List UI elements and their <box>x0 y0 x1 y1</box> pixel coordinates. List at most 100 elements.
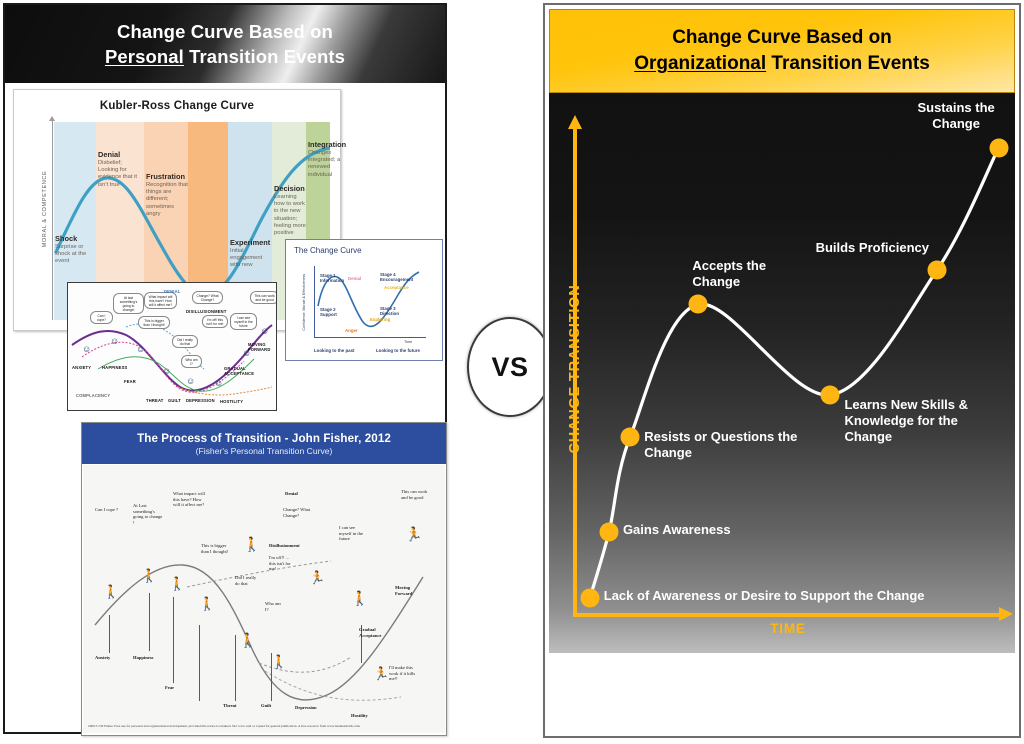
kubler-stage-integration-desc: Changes integrated; a renewed individual <box>308 150 341 178</box>
kubler-stage-experiment-desc: Initial engagement with new <box>230 248 263 269</box>
fisher-figure: 🚶 <box>239 632 257 648</box>
fisher-leader-line <box>235 635 236 701</box>
organizational-header-line2: Organizational Transition Events <box>634 51 930 77</box>
fisher-figure: 🚶 <box>169 576 186 591</box>
kubler-stage-decision-desc: Learning how to work in the new situatio… <box>274 194 306 237</box>
cartoon-stage-moving-forward: MOVING FORWARD <box>248 342 271 352</box>
change-curve-inset-stage-1: Stage 1 Information <box>320 273 345 284</box>
cartoon-figure: ☺ <box>110 336 120 346</box>
cartoon-figure: ☺ <box>214 378 224 388</box>
change-curve-inset-stage-2: Stage 2 Support <box>320 307 337 318</box>
fisher-leader-line <box>173 597 174 683</box>
kubler-stage-integration-name: Integration <box>308 140 347 149</box>
kubler-stage-decision: Decision Learning how to work in the new… <box>274 184 308 237</box>
curve-point-label: Resists or Questions the Change <box>644 428 798 460</box>
kubler-stage-shock-desc: Surprise or shock at the event <box>55 244 87 265</box>
fisher-stage-depression: Depression <box>295 705 317 710</box>
fisher-leader-line <box>109 615 110 653</box>
curve-point-label: Builds Proficiency <box>815 240 929 255</box>
cartoon-stage-complacency: COMPLACENCY <box>76 393 111 398</box>
cartoon-figure: ☺ <box>260 326 270 336</box>
cartoon-stage-gradual-acceptance: GRADUAL ACCEPTANCE <box>224 366 255 376</box>
fisher-leader-line <box>199 625 200 701</box>
fisher-stage-happiness: Happiness <box>133 655 154 660</box>
change-curve-inset-curve <box>317 271 420 328</box>
fisher-copyright-footer: 2000/5 J M Fisher. Free use for personal… <box>88 724 361 729</box>
kubler-stage-experiment-name: Experiment <box>230 238 271 247</box>
cartoon-stage-fear: FEAR <box>124 379 136 384</box>
personal-header-rest: Transition Events <box>183 46 346 67</box>
organizational-header-rest: Transition Events <box>766 53 930 74</box>
fisher-callout-moving-forward: Moving Forward <box>395 585 413 596</box>
organizational-panel-header: Change Curve Based on Organizational Tra… <box>549 9 1015 93</box>
curve-point-marker <box>599 522 619 542</box>
fisher-callout-disillusionment: Disillusionment <box>269 543 300 548</box>
cartoon-figure: ☺ <box>136 344 146 354</box>
fisher-quote-im-off: I'm off!! ... this isn't for me! <box>269 555 291 572</box>
fisher-figure: 🏃 <box>309 570 326 585</box>
change-cartoon-inset: Can I cope? At last something's going to… <box>67 282 277 411</box>
cartoon-bubble-5: Change? What Change? <box>192 291 223 304</box>
personal-header-emphasis: Personal <box>104 46 184 67</box>
y-axis-arrow-icon <box>568 115 582 129</box>
change-curve-inset-card: The Change Curve Confidence, Morale & Ef… <box>285 239 443 361</box>
fisher-leader-line <box>149 593 150 651</box>
change-curve-inset-emotion-anger: Anger <box>345 328 358 333</box>
fisher-quote-can-i-cope: Can I cope ? <box>95 507 119 512</box>
organizational-change-curve-chart: CHANGE TRANSITION TIME Lack of Awareness… <box>549 93 1015 653</box>
x-axis-arrow-icon <box>999 607 1013 621</box>
fisher-transition-card: The Process of Transition - John Fisher,… <box>81 422 447 736</box>
versus-label: VS <box>491 351 529 382</box>
fisher-quote-at-last: At Last something's going to change ! <box>133 503 163 525</box>
personal-header-line1: Change Curve Based on <box>117 21 333 42</box>
cartoon-figure: ☺ <box>186 376 196 386</box>
personal-header-line2: Personal Transition Events <box>105 44 345 69</box>
fisher-quote-bigger: This is bigger than I thought! <box>201 543 229 554</box>
cartoon-bubble-7: I can see myself in the future <box>230 313 257 330</box>
kubler-stage-shock: Shock Surprise or shock at the event <box>55 234 91 266</box>
cartoon-bubble-6: I'm off! this isn't for me! <box>202 315 228 328</box>
curve-point-marker <box>927 260 947 280</box>
fisher-figure: 🏃 <box>405 526 423 542</box>
kubler-stage-frustration: Frustration Recognition that things are … <box>146 172 190 218</box>
fisher-title: The Process of Transition - John Fisher,… <box>137 431 391 445</box>
cartoon-stage-anxiety: ANXIETY <box>72 365 92 370</box>
cartoon-bubble-8: This can work and be good <box>250 291 276 304</box>
fisher-quote-see-myself: I can see myself in the future <box>339 525 363 542</box>
cartoon-bubble-4: This is bigger than I thought! <box>138 316 170 329</box>
cartoon-callout-disillusionment: DISILLUSIONMENT <box>186 309 227 314</box>
y-axis-line <box>573 127 577 617</box>
fisher-quote-kills-me: I'll make this work if it kills me!! <box>389 665 416 682</box>
cartoon-stage-happiness: HAPPINESS <box>102 365 128 370</box>
curve-point-marker <box>580 588 600 608</box>
kubler-stage-frustration-name: Frustration <box>146 172 186 181</box>
fisher-figure: 🚶 <box>243 536 261 552</box>
fisher-curve <box>94 560 424 701</box>
kubler-ross-y-axis-label: MORAL & COMPETENCE <box>42 170 48 248</box>
fisher-stage-guilt: Guilt <box>261 703 272 708</box>
kubler-stage-frustration-desc: Recognition that things are different; s… <box>146 182 188 217</box>
curve-point-label: Sustains the Change <box>917 99 995 131</box>
fisher-stage-gradual-acceptance: Gradual Acceptance <box>359 627 382 638</box>
versus-badge: VS <box>467 317 553 417</box>
curve-point-label: Learns New Skills & Knowledge for the Ch… <box>844 396 969 444</box>
fisher-figure: 🚶 <box>103 584 120 599</box>
fisher-quote-what-impact: What impact will this have? How will it … <box>173 491 205 508</box>
fisher-stage-hostility: Hostility <box>351 713 368 718</box>
kubler-ross-y-axis: MORAL & COMPETENCE <box>36 124 48 314</box>
kubler-ross-axis-line <box>52 120 53 320</box>
fisher-quote-can-work: This can work and be good <box>401 489 428 500</box>
cartoon-bubble-9: Did I really do that <box>172 335 198 348</box>
fisher-figure: 🚶 <box>271 654 288 669</box>
fisher-figure: 🚶 <box>199 596 216 611</box>
curve-point-marker <box>989 138 1009 157</box>
change-curve-inset-x-label: Time <box>404 340 413 344</box>
y-axis-label: CHANGE TRANSITION <box>567 284 583 454</box>
personal-transition-panel: Change Curve Based on Personal Transitio… <box>3 3 447 736</box>
change-curve-inset-emotion-denial: Denial <box>348 276 362 281</box>
fisher-figure: 🚶 <box>141 568 158 583</box>
cartoon-stage-guilt: GUILT <box>168 398 181 403</box>
x-axis-line <box>573 613 1003 617</box>
curve-point-label: Accepts the Change <box>692 258 767 290</box>
kubler-stage-shock-name: Shock <box>55 234 78 243</box>
